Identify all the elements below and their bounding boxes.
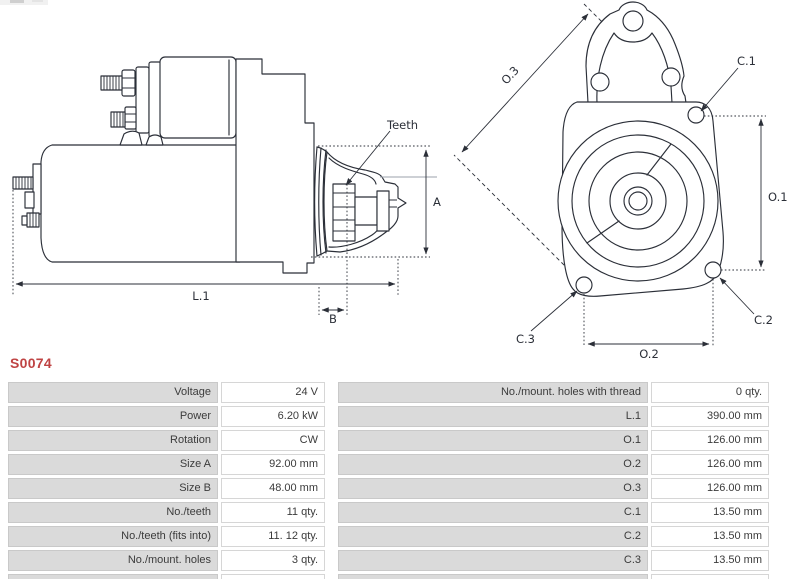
c1-label: C.1 xyxy=(737,54,756,68)
pinion-shaft xyxy=(354,196,378,226)
table-row: Power 6.20 kW xyxy=(8,406,325,427)
spec-label-cell: Size B xyxy=(8,478,218,499)
table-row: No./mount. holes with thread 0 qty. xyxy=(338,382,769,403)
table-row: Rotation CW xyxy=(8,430,325,451)
spec-table-right: No./mount. holes with thread 0 qty. L.1 … xyxy=(335,379,772,579)
right-ear-hole xyxy=(661,67,681,87)
mount-hole-c3 xyxy=(575,276,593,294)
spec-value-cell: 126.00 mm xyxy=(651,430,769,451)
outer-circle xyxy=(557,120,719,282)
table-row: No./teeth 11 qty. xyxy=(8,502,325,523)
table-row: C.2 13.50 mm xyxy=(338,526,769,547)
front-view-drawing: O.3 O.1 O.2 C.1 C.2 C.3 xyxy=(453,1,788,361)
table-row: O.1 126.00 mm xyxy=(338,430,769,451)
table-row-clipped xyxy=(338,574,769,579)
table-row: L.1 390.00 mm xyxy=(338,406,769,427)
spec-label-cell: C.3 xyxy=(338,550,648,571)
table-row: No./teeth (fits into) 11. 12 qty. xyxy=(8,526,325,547)
spec-value-cell: 11. 12 qty. xyxy=(221,526,325,547)
teeth-label: Teeth xyxy=(386,118,418,132)
solenoid-boot xyxy=(119,130,143,146)
solenoid-stud xyxy=(100,75,123,91)
dim-o3-line xyxy=(461,13,589,153)
c3-label: C.3 xyxy=(516,332,535,346)
spec-label-cell: No./teeth xyxy=(8,502,218,523)
solenoid-body xyxy=(159,56,237,139)
dim-l1-label: L.1 xyxy=(192,289,209,303)
spec-value-cell: 6.20 kW xyxy=(221,406,325,427)
solenoid-cap xyxy=(135,66,150,134)
cropped-ui-artifact xyxy=(0,0,48,5)
dim-o1-label: O.1 xyxy=(768,190,788,204)
motor-body xyxy=(40,144,241,263)
spec-label-cell: O.1 xyxy=(338,430,648,451)
mount-hole-c1 xyxy=(687,106,705,124)
side-view-drawing: A L.1 B Teeth xyxy=(12,56,441,326)
spec-value-cell: 126.00 mm xyxy=(651,454,769,475)
spec-value-cell: 13.50 mm xyxy=(651,502,769,523)
spec-value-cell: 126.00 mm xyxy=(651,478,769,499)
top-hole xyxy=(622,10,644,32)
terminal-block xyxy=(24,191,35,209)
bell-top-lug xyxy=(585,1,687,104)
dim-o2-label: O.2 xyxy=(639,347,659,361)
table-row: Size A 92.00 mm xyxy=(8,454,325,475)
spec-label-cell: O.2 xyxy=(338,454,648,475)
shaft-bore xyxy=(628,191,648,211)
spec-label-cell: No./mount. holes xyxy=(8,550,218,571)
table-row: C.1 13.50 mm xyxy=(338,502,769,523)
table-row: Voltage 24 V xyxy=(8,382,325,403)
spec-value-cell: 11 qty. xyxy=(221,502,325,523)
drive-housing xyxy=(235,58,315,274)
c1-leader-line xyxy=(700,67,739,112)
table-row-clipped xyxy=(8,574,325,579)
sector-lines xyxy=(586,143,672,244)
solenoid-stud2-nut xyxy=(124,106,137,130)
part-number: S0074 xyxy=(10,355,52,371)
spec-value-cell: CW xyxy=(221,430,325,451)
left-ear-hole xyxy=(590,72,610,92)
dim-o3-label: O.3 xyxy=(498,63,522,87)
table-row: O.2 126.00 mm xyxy=(338,454,769,475)
c2-label: C.2 xyxy=(754,313,773,327)
spec-value-cell: 48.00 mm xyxy=(221,478,325,499)
spec-label-cell: Voltage xyxy=(8,382,218,403)
spec-label-cell: No./teeth (fits into) xyxy=(8,526,218,547)
solenoid-ring xyxy=(148,61,162,138)
spec-value-cell: 13.50 mm xyxy=(651,550,769,571)
c2-leader-line xyxy=(719,277,755,315)
spec-label-cell: O.3 xyxy=(338,478,648,499)
spec-value-cell: 13.50 mm xyxy=(651,526,769,547)
solenoid-stud-nut xyxy=(121,69,136,97)
spec-table-left: Voltage 24 V Power 6.20 kW Rotation CW S… xyxy=(5,379,328,579)
mount-hole-c2 xyxy=(704,261,722,279)
spec-label-cell: Size A xyxy=(8,454,218,475)
spec-value-cell: 24 V xyxy=(221,382,325,403)
spec-value-cell: 390.00 mm xyxy=(651,406,769,427)
hub-circle xyxy=(609,172,667,230)
teeth-leader-line xyxy=(345,130,391,186)
solenoid-stud2 xyxy=(110,111,126,128)
table-row: C.3 13.50 mm xyxy=(338,550,769,571)
spec-label-cell: Power xyxy=(8,406,218,427)
table-row: Size B 48.00 mm xyxy=(8,478,325,499)
spec-label-cell: No./mount. holes with thread xyxy=(338,382,648,403)
technical-drawing: A L.1 B Teeth xyxy=(12,1,788,361)
spec-label-cell: C.2 xyxy=(338,526,648,547)
spec-value-cell: 92.00 mm xyxy=(221,454,325,475)
spec-label-cell: Rotation xyxy=(8,430,218,451)
spec-label-cell: L.1 xyxy=(338,406,648,427)
c3-leader-line xyxy=(530,290,578,332)
dim-b-label: B xyxy=(329,312,337,326)
spec-value-cell: 0 qty. xyxy=(651,382,769,403)
spec-value-cell: 3 qty. xyxy=(221,550,325,571)
table-row: O.3 126.00 mm xyxy=(338,478,769,499)
dim-a-label: A xyxy=(433,195,441,209)
spec-label-cell: C.1 xyxy=(338,502,648,523)
shaft-collar xyxy=(376,190,390,232)
table-row: No./mount. holes 3 qty. xyxy=(8,550,325,571)
